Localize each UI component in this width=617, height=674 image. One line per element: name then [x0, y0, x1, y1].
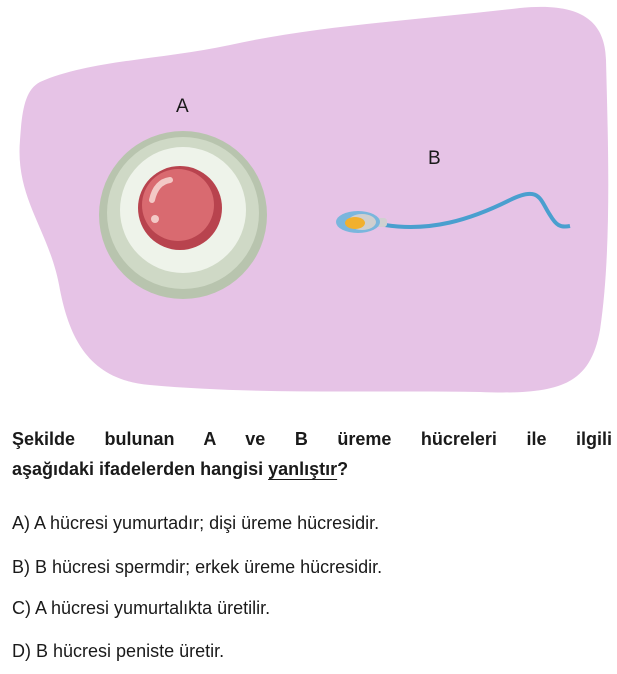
question-mark: ?: [337, 459, 349, 479]
sperm-cell-icon: [336, 191, 571, 233]
option-letter: A): [12, 513, 30, 533]
option-letter: C): [12, 598, 31, 618]
option-text: B hücresi spermdir; erkek üreme hücresid…: [35, 557, 383, 577]
cell-illustration: [19, 6, 609, 393]
emphasis-word: yanlıştır: [268, 459, 338, 479]
question-line-2: aşağıdaki ifadelerden hangisi yanlıştır?: [12, 454, 612, 484]
option-a[interactable]: A) A hücresi yumurtadır; dişi üreme hücr…: [12, 513, 379, 534]
option-letter: D): [12, 641, 31, 661]
option-letter: B): [12, 557, 30, 577]
option-text: A hücresi yumurtalıkta üretilir.: [35, 598, 271, 618]
option-text: A hücresi yumurtadır; dişi üreme hücresi…: [34, 513, 380, 533]
egg-cell-icon: [99, 131, 267, 299]
option-text: B hücresi peniste üretir.: [36, 641, 225, 661]
question-prefix: aşağıdaki ifadelerden hangisi: [12, 459, 269, 479]
question-line-1: Şekilde bulunan A ve B üreme hücreleri i…: [12, 429, 612, 449]
question-text: Şekilde bulunan A ve B üreme hücreleri i…: [12, 424, 612, 484]
option-c[interactable]: C) A hücresi yumurtalıkta üretilir.: [12, 598, 270, 619]
label-b: B: [428, 148, 441, 169]
option-b[interactable]: B) B hücresi spermdir; erkek üreme hücre…: [12, 557, 382, 578]
label-a: A: [176, 96, 189, 117]
option-d[interactable]: D) B hücresi peniste üretir.: [12, 641, 224, 662]
